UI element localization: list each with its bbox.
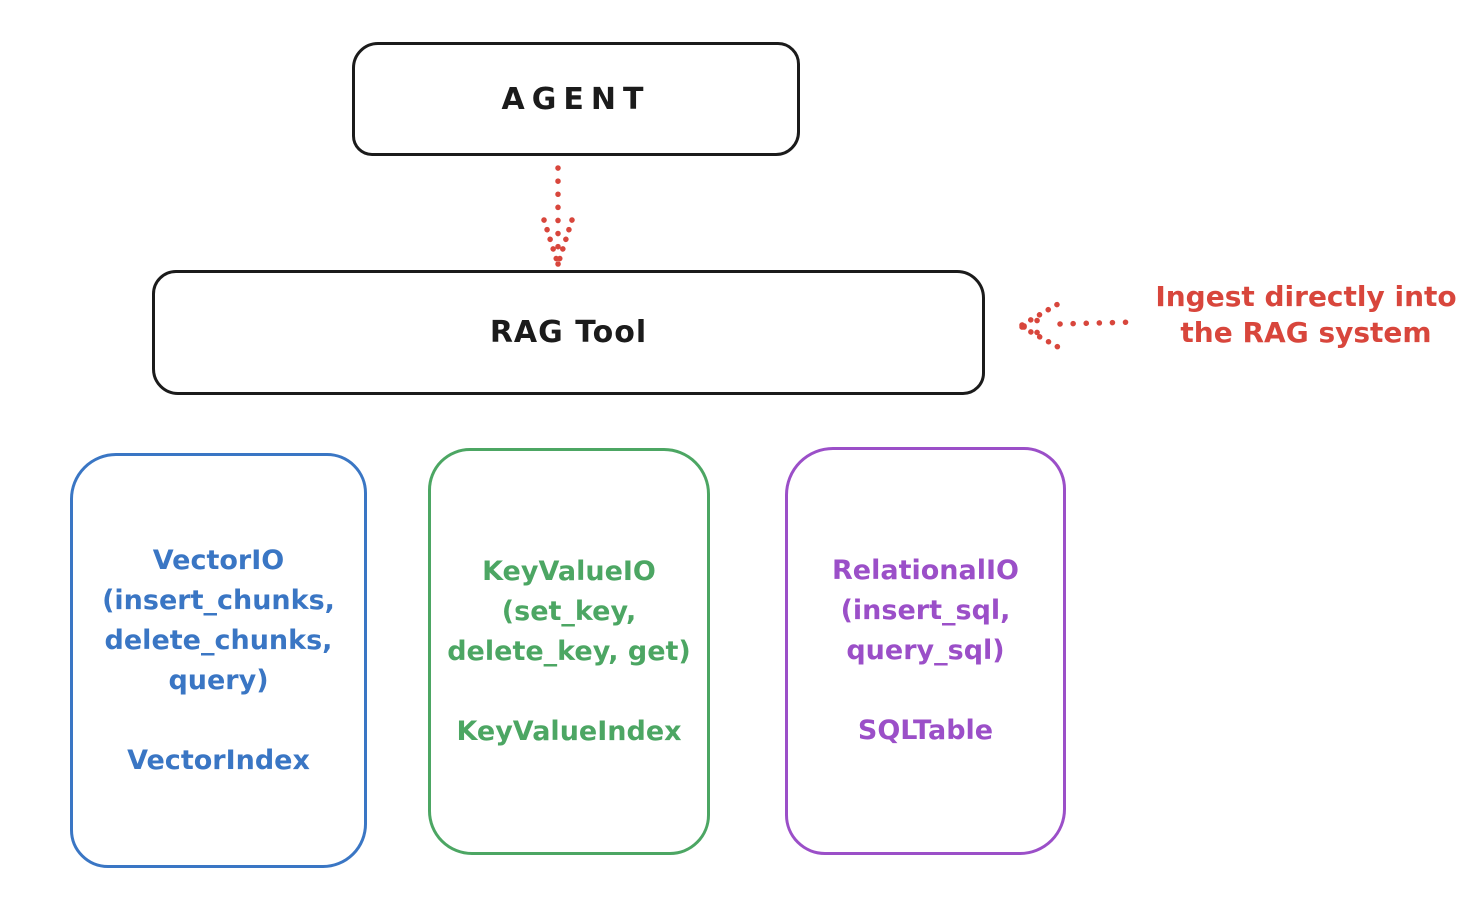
- rag-tool-node: RAG Tool: [152, 270, 985, 395]
- relational-io-ops-line: query_sql): [846, 635, 1005, 666]
- sql-table-label: SQLTable: [857, 715, 994, 746]
- key-value-io-ops-line: (set_key,: [501, 595, 637, 627]
- key-value-io-title: KeyValueIO: [482, 555, 656, 587]
- ingest-arrow-icon: [1019, 301, 1137, 350]
- vector-io-node: VectorIO (insert_chunks, delete_chunks, …: [70, 453, 367, 868]
- agent-node: AGENT: [352, 42, 800, 156]
- agent-label: AGENT: [501, 81, 651, 117]
- ingest-annotation: Ingest directly into the RAG system: [1128, 279, 1484, 351]
- ingest-annotation-line-2: the RAG system: [1180, 316, 1432, 349]
- relational-io-title: RelationalIO: [832, 555, 1019, 586]
- vector-io-ops-line: (insert_chunks,: [102, 584, 335, 616]
- relational-io-node: RelationalIO (insert_sql, query_sql) SQL…: [785, 447, 1066, 855]
- rag-tool-label: RAG Tool: [489, 315, 648, 350]
- key-value-index-label: KeyValueIndex: [456, 715, 682, 747]
- agent-to-rag-arrow-icon: [541, 165, 575, 267]
- vector-io-title: VectorIO: [152, 544, 285, 576]
- vector-io-ops-line: delete_chunks,: [104, 624, 333, 656]
- ingest-annotation-line-1: Ingest directly into: [1155, 280, 1457, 313]
- key-value-io-node: KeyValueIO (set_key, delete_key, get) Ke…: [428, 448, 710, 855]
- key-value-io-ops-line: delete_key, get): [447, 635, 691, 667]
- vector-index-label: VectorIndex: [127, 744, 310, 776]
- vector-io-ops-line: query): [168, 664, 269, 696]
- relational-io-ops-line: (insert_sql,: [840, 595, 1011, 626]
